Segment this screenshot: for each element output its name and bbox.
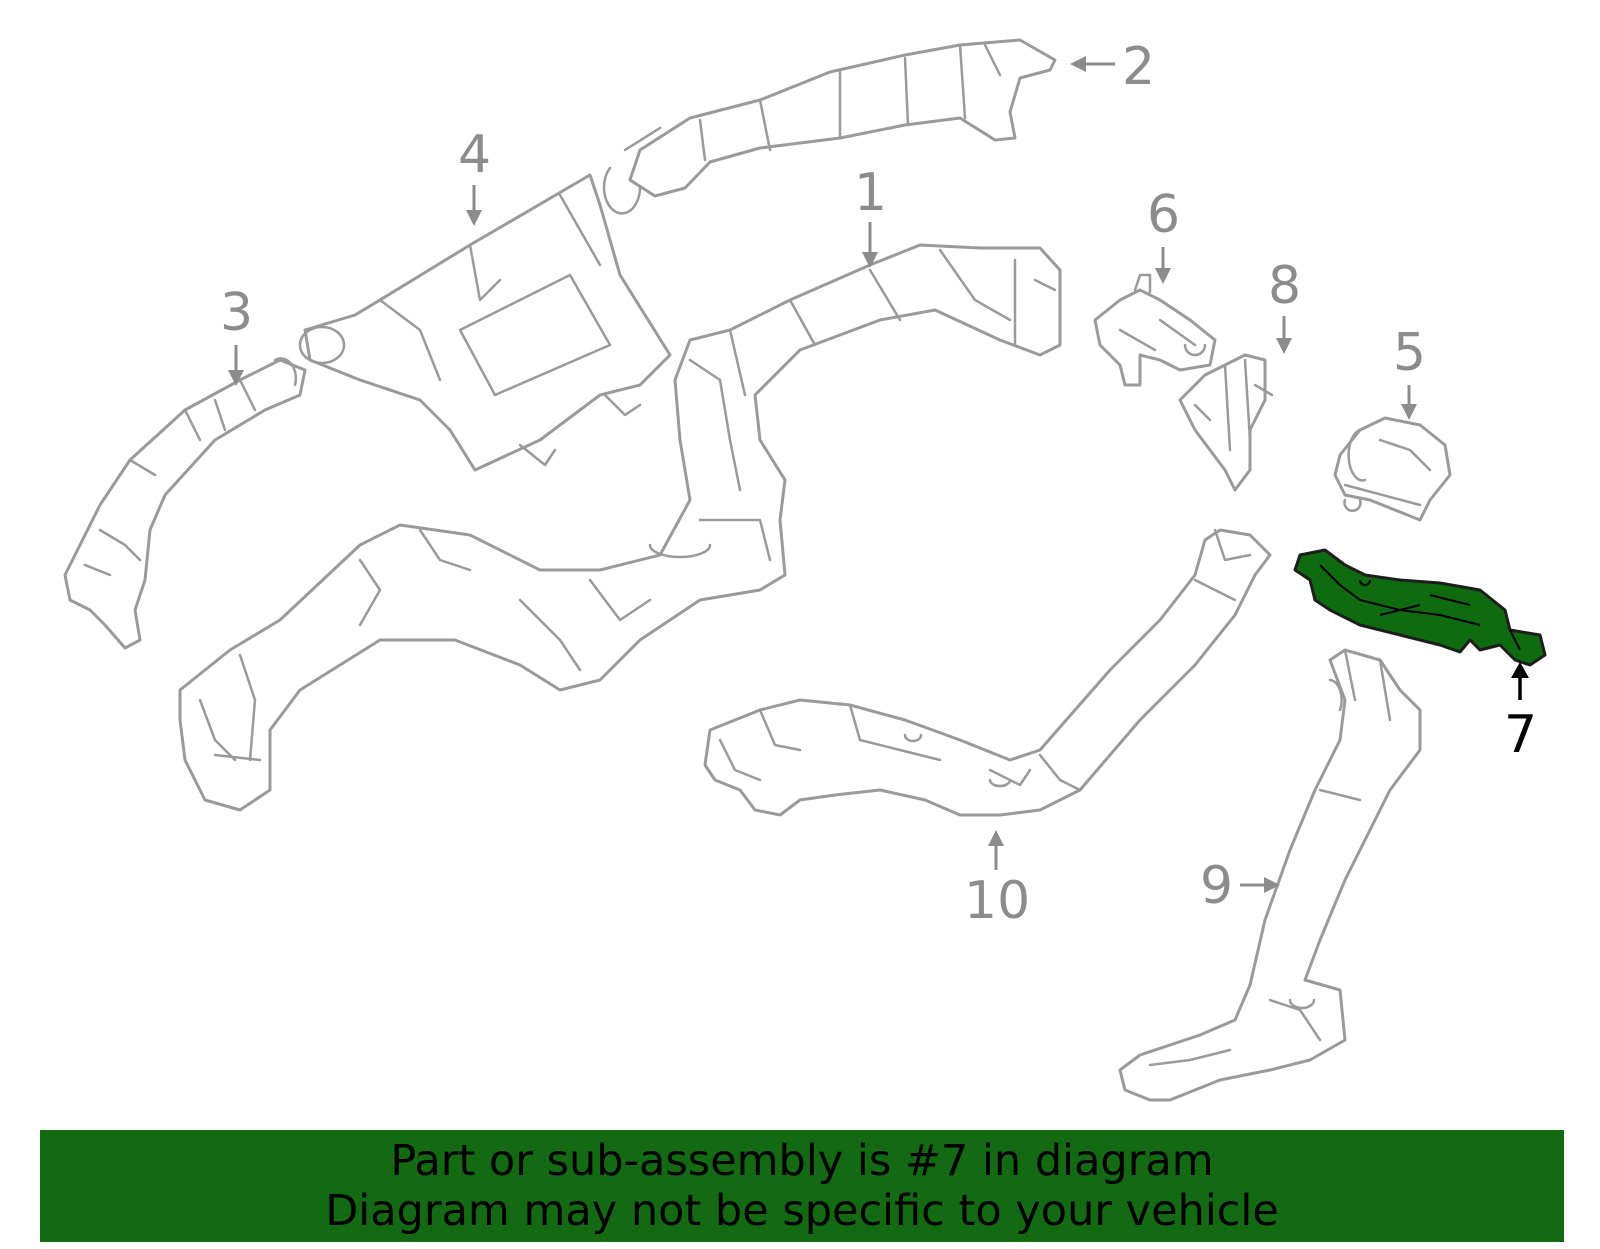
arrowhead-5 (1401, 404, 1417, 420)
callout-7: 7 (1504, 705, 1537, 765)
callout-1: 1 (854, 163, 887, 223)
arrowhead-4 (466, 210, 482, 226)
part-7-highlighted[interactable] (1293, 548, 1547, 667)
callout-8: 8 (1268, 256, 1301, 316)
callout-6: 6 (1147, 185, 1180, 245)
callout-10: 10 (964, 871, 1030, 931)
callout-labels: 1 2 3 4 5 6 7 8 9 10 (220, 37, 1537, 931)
part-5-vent[interactable] (1333, 416, 1452, 522)
callout-4: 4 (458, 125, 491, 185)
arrowhead-10 (988, 830, 1004, 846)
arrowhead-6 (1155, 268, 1171, 284)
banner-line-1: Part or sub-assembly is #7 in diagram (390, 1136, 1214, 1186)
part-9-duct[interactable] (1118, 648, 1422, 1102)
callout-2: 2 (1122, 37, 1155, 97)
part-8-bracket[interactable] (1178, 353, 1274, 492)
part-3-duct[interactable] (63, 357, 307, 650)
part-6-bracket[interactable] (1093, 273, 1217, 387)
callout-9: 9 (1200, 856, 1233, 916)
arrowhead-9 (1264, 877, 1280, 893)
part-10-duct[interactable] (703, 528, 1272, 817)
part-4-housing[interactable] (298, 173, 672, 472)
callout-arrows (228, 56, 1529, 893)
part-1-duct[interactable] (178, 243, 1062, 812)
callout-5: 5 (1393, 323, 1426, 383)
arrowhead-8 (1276, 338, 1292, 354)
arrowhead-3 (228, 370, 244, 386)
info-banner: Part or sub-assembly is #7 in diagram Di… (40, 1130, 1564, 1242)
arrowhead-1 (862, 252, 878, 268)
arrowhead-2 (1070, 56, 1086, 72)
banner-line-2: Diagram may not be specific to your vehi… (325, 1186, 1279, 1236)
arrowhead-7 (1511, 662, 1529, 678)
part-2-duct[interactable] (602, 38, 1057, 215)
callout-3: 3 (220, 283, 253, 343)
